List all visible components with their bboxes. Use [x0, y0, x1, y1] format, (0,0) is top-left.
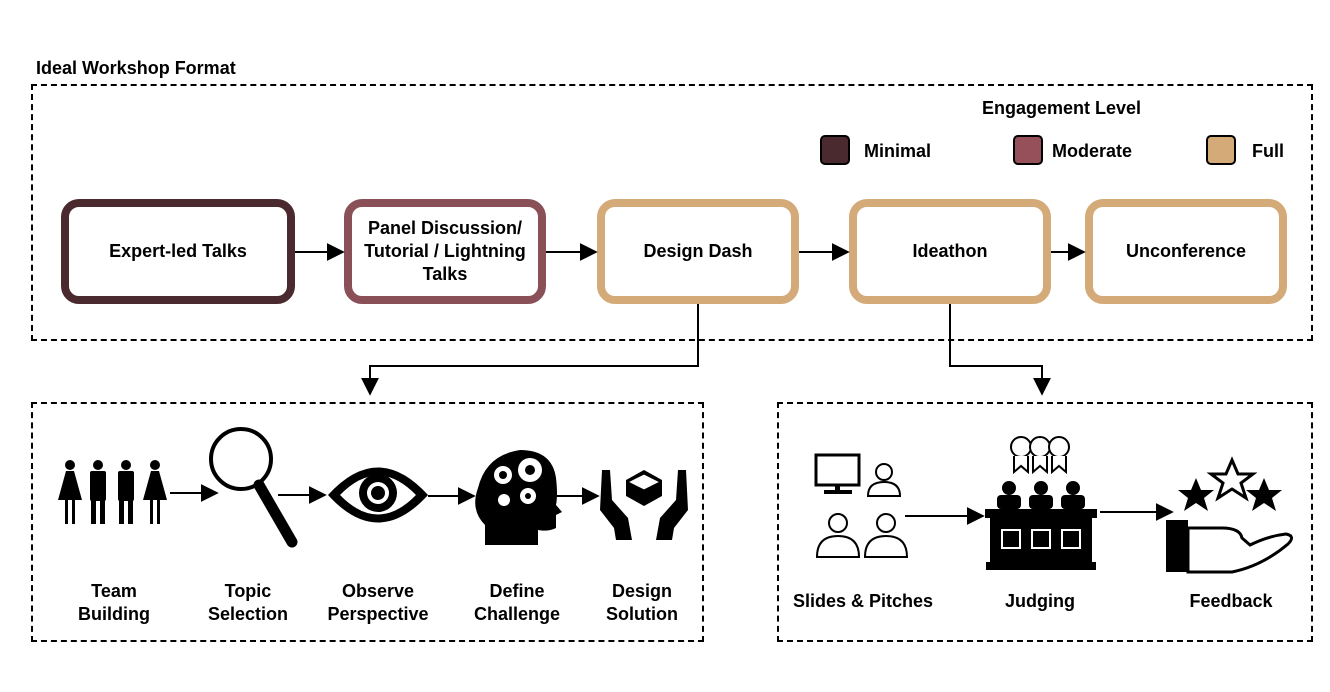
legend-swatch-moderate — [1013, 135, 1043, 165]
arrow-design-dash-expand — [361, 304, 699, 396]
legend-label-moderate: Moderate — [1052, 141, 1133, 161]
step-label-define-challenge: Define Challenge — [473, 581, 561, 624]
legend-label-full: Full — [1252, 141, 1284, 161]
legend-title: Engagement Level — [982, 98, 1142, 118]
legend-label-minimal: Minimal — [864, 141, 932, 161]
stage-ideathon: Ideathon — [849, 199, 1051, 304]
workshop-format-frame — [31, 84, 1313, 341]
flow-arrows — [295, 243, 1086, 396]
stage-label: Expert-led Talks — [109, 241, 247, 261]
step-label-team-building: Team Building — [78, 581, 150, 624]
stage-label: Panel Discussion/ Tutorial / Lightning T… — [364, 218, 526, 284]
step-label-topic-selection: Topic Selection — [207, 581, 289, 624]
stage-unconference: Unconference — [1085, 199, 1287, 304]
presentation-icon — [814, 453, 909, 558]
step-label-design-solution: Design Solution — [606, 581, 678, 624]
stars-hand-icon — [1166, 456, 1293, 574]
people-icon — [58, 460, 167, 524]
stage-label: Unconference — [1125, 241, 1247, 261]
legend-swatch-minimal — [820, 135, 850, 165]
design-dash-detail-frame — [31, 402, 704, 642]
step-label-slides-pitches: Slides & Pitches — [792, 591, 934, 611]
stage-design-dash: Design Dash — [597, 199, 799, 304]
magnifier-icon — [209, 427, 298, 548]
brain-gears-icon — [475, 450, 562, 545]
hands-cube-icon — [600, 470, 688, 540]
step-label-feedback: Feedback — [1189, 591, 1273, 611]
stage-label: Ideathon — [912, 241, 988, 261]
legend-swatch-full — [1206, 135, 1236, 165]
stage-expert-led-talks: Expert-led Talks — [61, 199, 295, 304]
step-label-observe-perspective: Observe Perspective — [327, 581, 429, 624]
arrow-ideathon-expand — [949, 304, 1051, 396]
step-label-judging: Judging — [1005, 591, 1075, 611]
diagram-title: Ideal Workshop Format — [36, 58, 236, 78]
stage-panel-discussion: Panel Discussion/ Tutorial / Lightning T… — [344, 199, 546, 304]
stage-label: Design Dash — [643, 241, 753, 261]
eye-icon — [328, 467, 428, 523]
judges-panel-icon — [985, 436, 1097, 570]
ideathon-detail-frame — [777, 402, 1313, 642]
